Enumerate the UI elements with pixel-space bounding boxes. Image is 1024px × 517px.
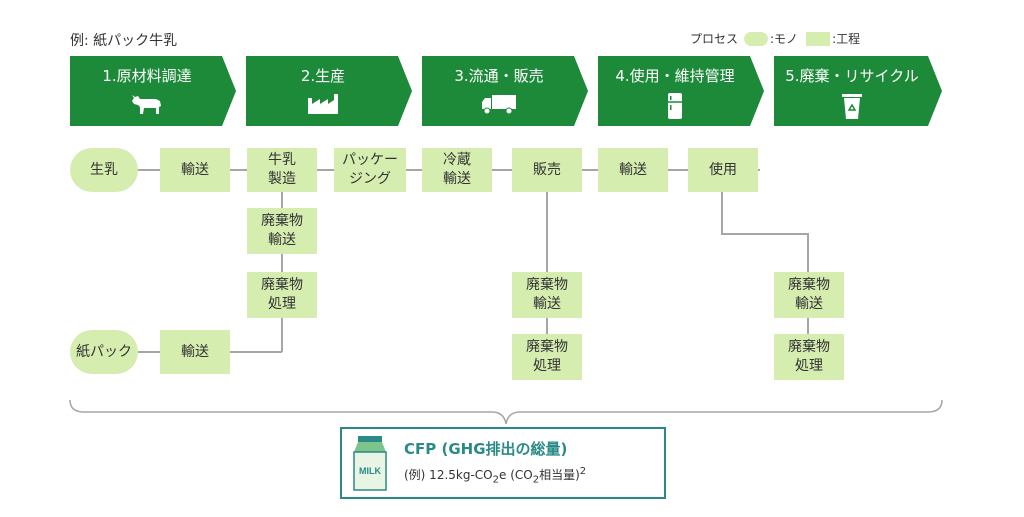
packaging-node: パッケー ジング (334, 148, 406, 192)
legend-title: プロセス (690, 32, 739, 46)
stage-disposal-recycling: 5.廃棄・リサイクル (774, 56, 942, 126)
cold-transport-node: 冷蔵 輸送 (422, 148, 492, 192)
refrigerator-icon (598, 92, 752, 120)
legend-mono-swatch (744, 31, 769, 46)
stage-label: 5.廃棄・リサイクル (785, 67, 919, 85)
factory-icon (246, 92, 400, 116)
cow-icon (70, 92, 224, 116)
waste-transport-node: 廃棄物 輸送 (512, 272, 582, 318)
cfp-summary-box (340, 427, 666, 499)
stage-label: 2.生産 (300, 67, 346, 85)
stage-label: 3.流通・販売 (454, 67, 544, 85)
cfp-value: (例) 12.5kg-CO2e (CO2相当量)2 (404, 466, 587, 486)
recycle-bin-icon (774, 92, 930, 120)
carton-label: MILK (359, 466, 381, 476)
truck-icon (422, 92, 576, 116)
legend-process-swatch (806, 31, 831, 46)
stage-distribution-sales: 3.流通・販売 (422, 56, 588, 126)
legend-process-label: :工程 (832, 32, 861, 46)
transport-node: 輸送 (160, 148, 230, 192)
stage-production: 2.生産 (246, 56, 412, 126)
paper-carton-node: 紙パック (70, 330, 138, 374)
sales-node: 販売 (512, 148, 582, 192)
legend-mono-label: :モノ (770, 32, 799, 46)
raw-milk-node: 生乳 (70, 148, 138, 192)
waste-processing-node: 廃棄物 処理 (774, 334, 844, 380)
waste-transport-node: 廃棄物 輸送 (247, 208, 317, 254)
milk-carton-icon: MILK (350, 434, 390, 496)
stage-raw-material: 1.原材料調達 (70, 56, 236, 126)
legend: プロセス :モノ :工程 (690, 30, 860, 47)
waste-processing-node: 廃棄物 処理 (512, 334, 582, 380)
waste-processing-node: 廃棄物 処理 (247, 272, 317, 318)
transport-node: 輸送 (160, 330, 230, 374)
stage-label: 4.使用・維持管理 (615, 67, 735, 85)
cfp-title: CFP (GHG排出の総量) (404, 440, 568, 458)
milk-manufacturing-node: 牛乳 製造 (247, 148, 317, 192)
transport-node: 輸送 (598, 148, 668, 192)
stage-use-maintenance: 4.使用・維持管理 (598, 56, 764, 126)
waste-transport-node: 廃棄物 輸送 (774, 272, 844, 318)
use-node: 使用 (688, 148, 758, 192)
stage-label: 1.原材料調達 (102, 67, 192, 85)
total-brace (69, 399, 943, 425)
example-label: 例: 紙パック牛乳 (70, 33, 178, 49)
